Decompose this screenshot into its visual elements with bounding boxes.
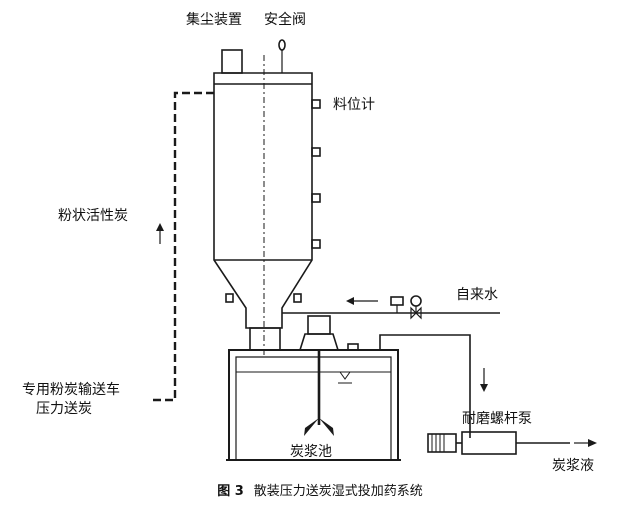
safety-valve (278, 39, 286, 51)
label-screw-pump: 耐磨螺杆泵 (462, 411, 532, 427)
label-slurry-tank: 炭浆池 (290, 444, 332, 460)
label-truck-line1: 专用粉炭输送车 (22, 382, 120, 398)
level-gauge-3 (311, 193, 321, 203)
level-gauges (311, 99, 321, 249)
pneumatic-conveying-pipe (150, 91, 214, 402)
tank-top-nozzle (347, 343, 359, 351)
label-slurry-liquid: 炭浆液 (552, 458, 594, 474)
tap-water-line (282, 295, 500, 320)
pump-suction-line (379, 334, 488, 438)
silo-outlet-feeder (249, 327, 281, 351)
figure-caption: 图 3 散装压力送炭湿式投加药系统 (0, 480, 640, 499)
water-valve (410, 306, 422, 320)
tank-outer-wall (228, 349, 399, 460)
mixer-motor (307, 315, 331, 335)
figure-title: 散装压力送炭湿式投加药系统 (253, 484, 423, 499)
tank-inner-wall (235, 356, 392, 460)
mixer-mount (299, 333, 339, 351)
screw-pump (427, 431, 597, 455)
figure-number: 图 3 (217, 484, 244, 499)
slurry-outlet-arrow-head (588, 439, 597, 447)
label-safety-valve: 安全阀 (264, 12, 306, 28)
silo-side-nozzle-right (293, 293, 302, 303)
mixer (299, 315, 339, 436)
label-tap-water: 自来水 (456, 287, 498, 303)
level-gauge-4 (311, 239, 321, 249)
label-dust-collector: 集尘装置 (186, 12, 242, 28)
mixer-blade-left (304, 418, 319, 436)
label-level-gauge: 料位计 (333, 97, 375, 113)
suction-arrow-head (480, 384, 488, 392)
water-level-marker (339, 371, 351, 380)
silo-side-nozzle-left (225, 293, 234, 303)
level-gauge-2 (311, 147, 321, 157)
pressure-gauge (410, 295, 422, 307)
carbon-delivery-line (150, 91, 214, 402)
silo-body (213, 72, 313, 329)
silo (213, 39, 313, 355)
label-truck-line2: 压力送炭 (36, 401, 92, 417)
flow-meter (390, 296, 404, 306)
suction-pipe (379, 334, 471, 438)
slurry-tank (226, 327, 401, 461)
flow-arrow-up-head (156, 223, 164, 231)
tap-water-arrow-head (346, 297, 354, 305)
dust-collector-box (221, 49, 243, 74)
level-gauge-1 (311, 99, 321, 109)
mixer-blade-right (319, 418, 334, 436)
label-powder-carbon: 粉状活性炭 (58, 208, 128, 224)
